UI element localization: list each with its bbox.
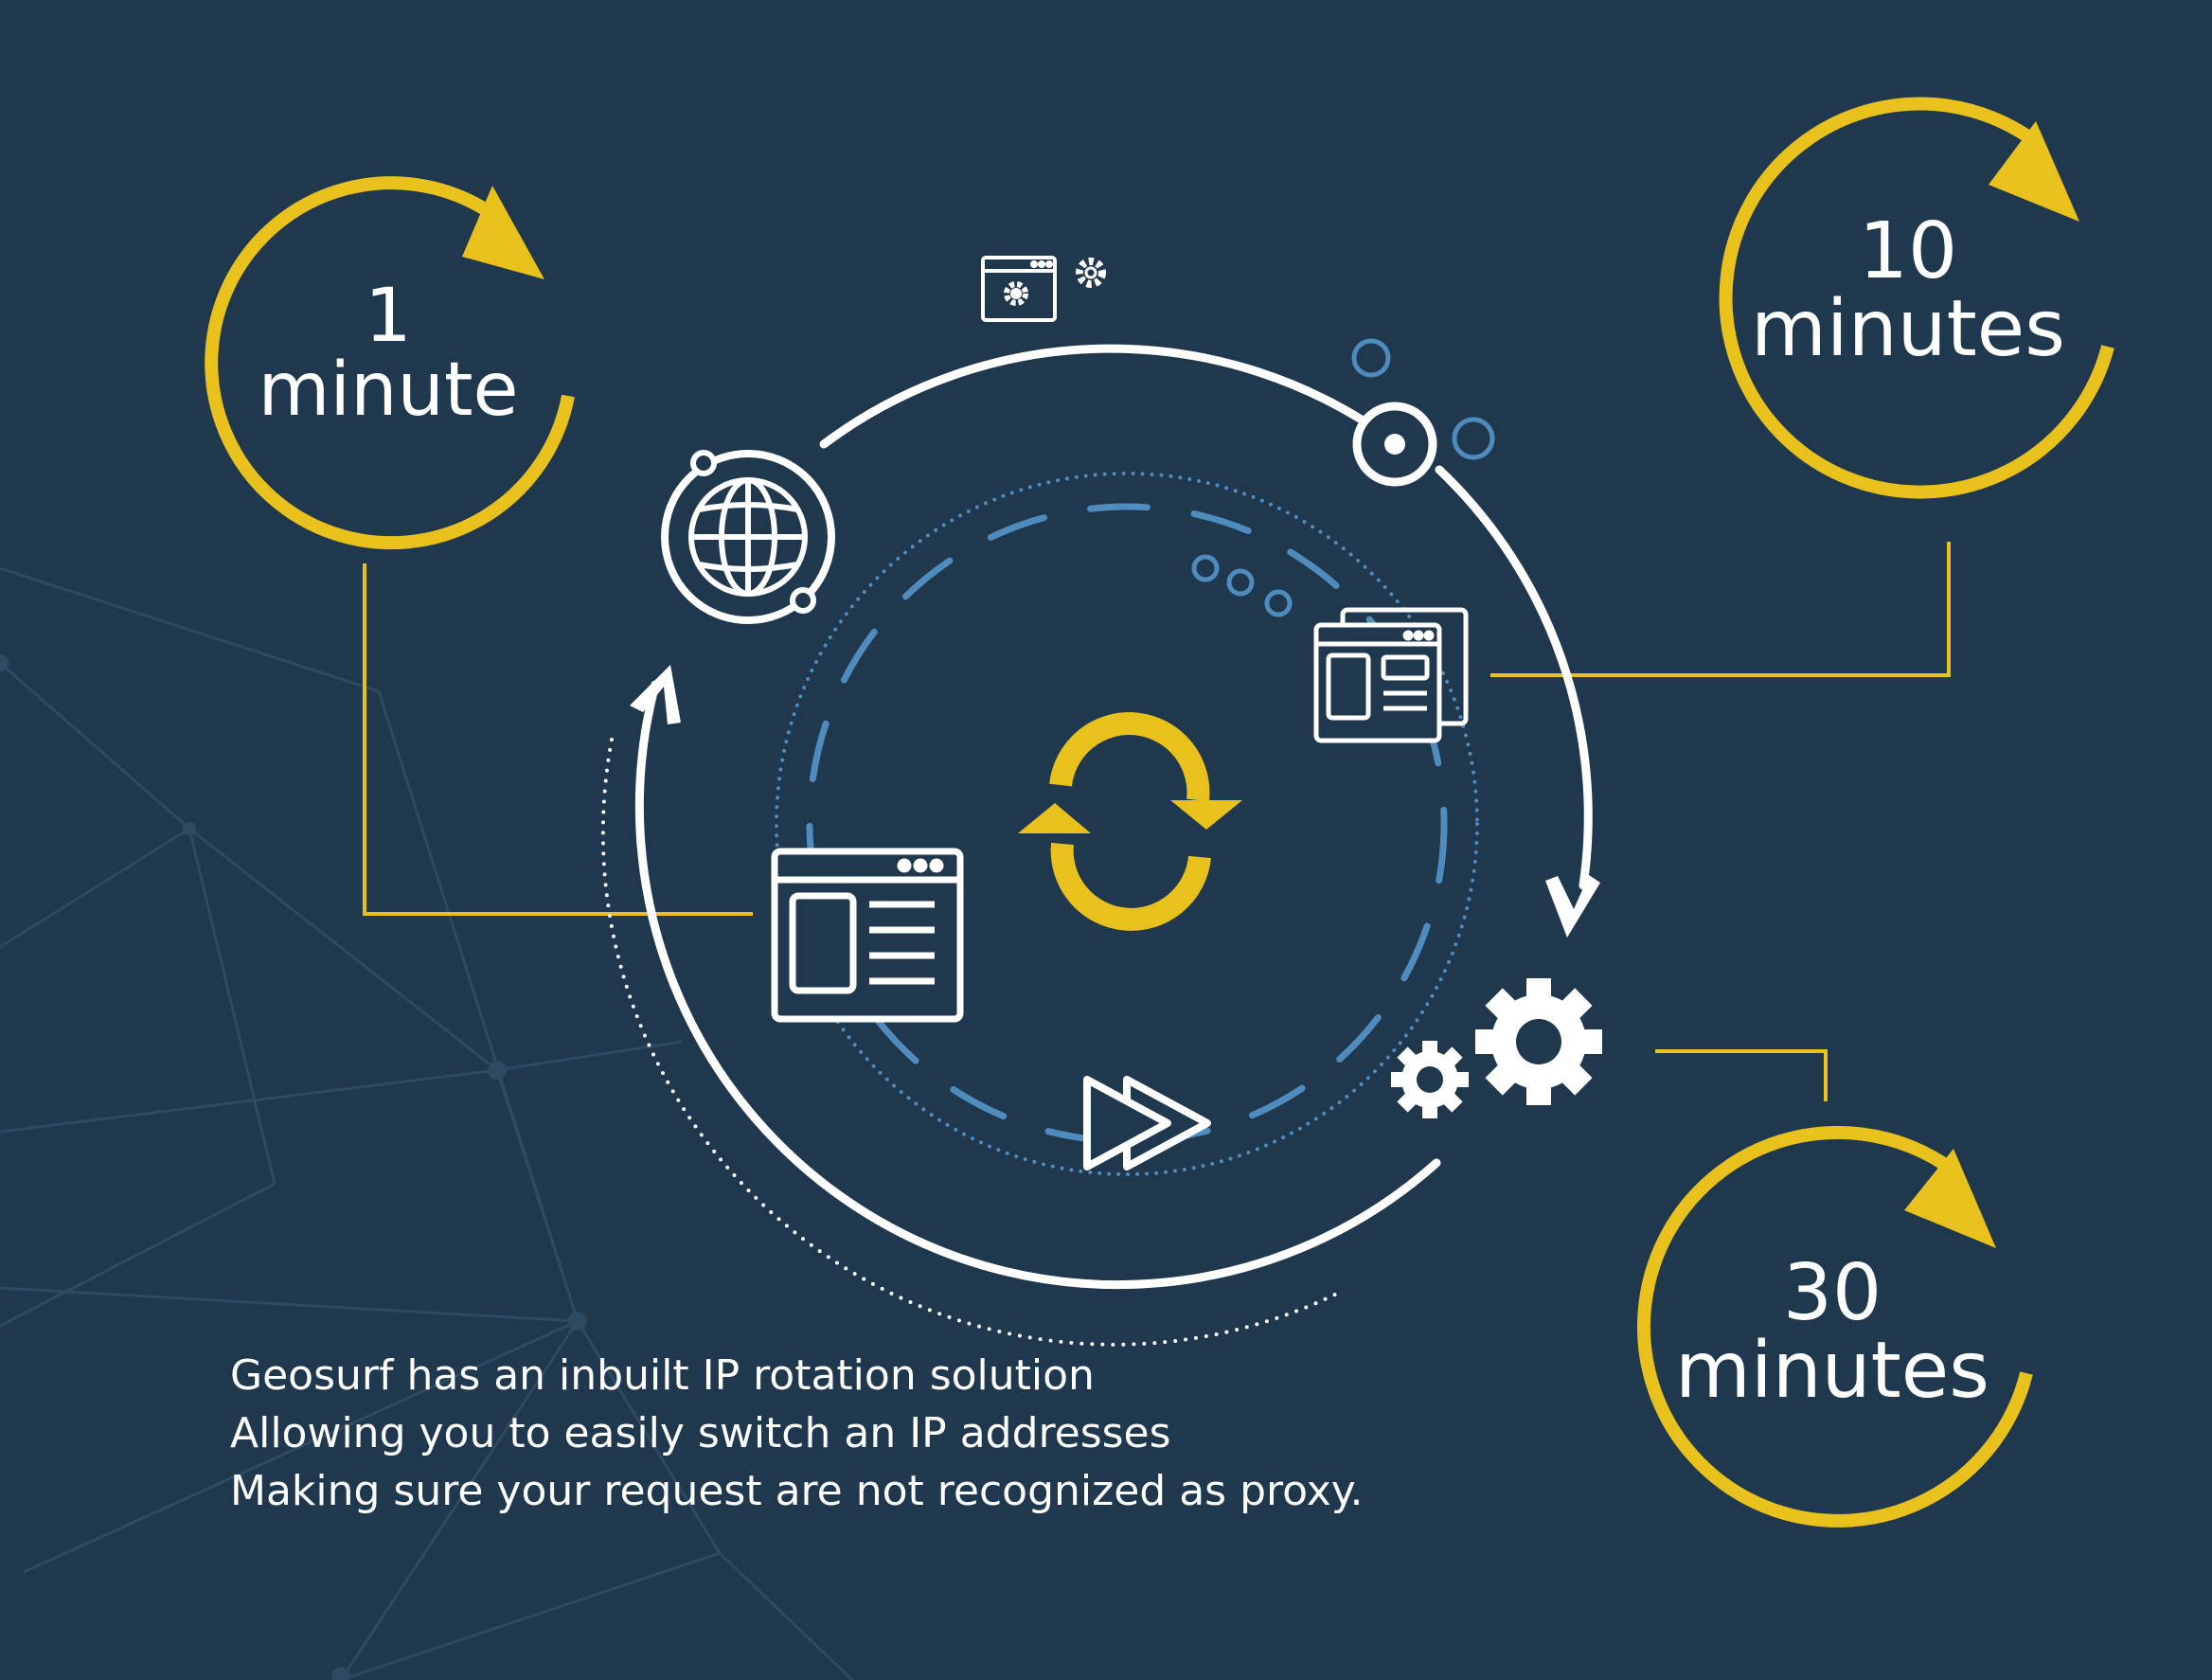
timer-1-minute-ring [205,176,575,550]
rotation-ring [634,344,1593,1290]
caption-line: Making sure your request are not recogni… [230,1467,1364,1515]
connector-10-minutes [1490,542,1951,677]
timer-30-minutes-label: 30 minutes [1643,1255,2022,1410]
dashed-ring [806,503,1448,1145]
inner-dotted-ring [775,472,1479,1176]
ring-arrow-left-up [630,665,681,724]
timer-1-arrowhead [462,186,544,279]
network-nodes [0,654,587,1680]
caption-line: Geosurf has an inbuilt IP rotation solut… [230,1351,1095,1400]
outer-dotted-arc [600,738,1345,1347]
bubble-circles [1191,338,1495,617]
timer-value: 10 [1858,206,1958,296]
network-background [0,566,854,1680]
gear-small-icon [1076,258,1106,288]
browser-windows-icon [1313,607,1469,743]
gears-icon [1391,978,1602,1118]
timer-value: 1 [365,274,412,359]
globe-icon [661,450,835,624]
connector-1-minute [363,563,753,916]
timer-unit: minutes [1675,1326,1989,1416]
timer-unit: minute [258,348,519,433]
refresh-icon [1018,712,1242,931]
timer-10-minutes-ring [1719,97,2114,499]
connector-lines [363,542,1951,1101]
timer-30-arrowhead [1904,1149,1996,1248]
timer-30-minutes-ring [1636,1125,2033,1528]
caption-text: Geosurf has an inbuilt IP rotation solut… [230,1347,1364,1520]
fast-forward-icon [1083,1076,1211,1171]
browser-settings-icon [981,256,1057,322]
timer-10-arrowhead [1989,121,2079,222]
timer-1-minute-label: 1 minute [199,279,578,427]
ring-arrow-bottom-right [1545,875,1600,938]
timer-value: 30 [1782,1248,1882,1338]
caption-line: Allowing you to easily switch an IP addr… [230,1409,1171,1457]
timer-unit: minutes [1751,284,2065,374]
connector-30-minutes [1655,1049,1828,1101]
target-icon [1352,402,1437,487]
browser-window-icon [771,848,964,1023]
timer-10-minutes-label: 10 minutes [1719,213,2097,368]
